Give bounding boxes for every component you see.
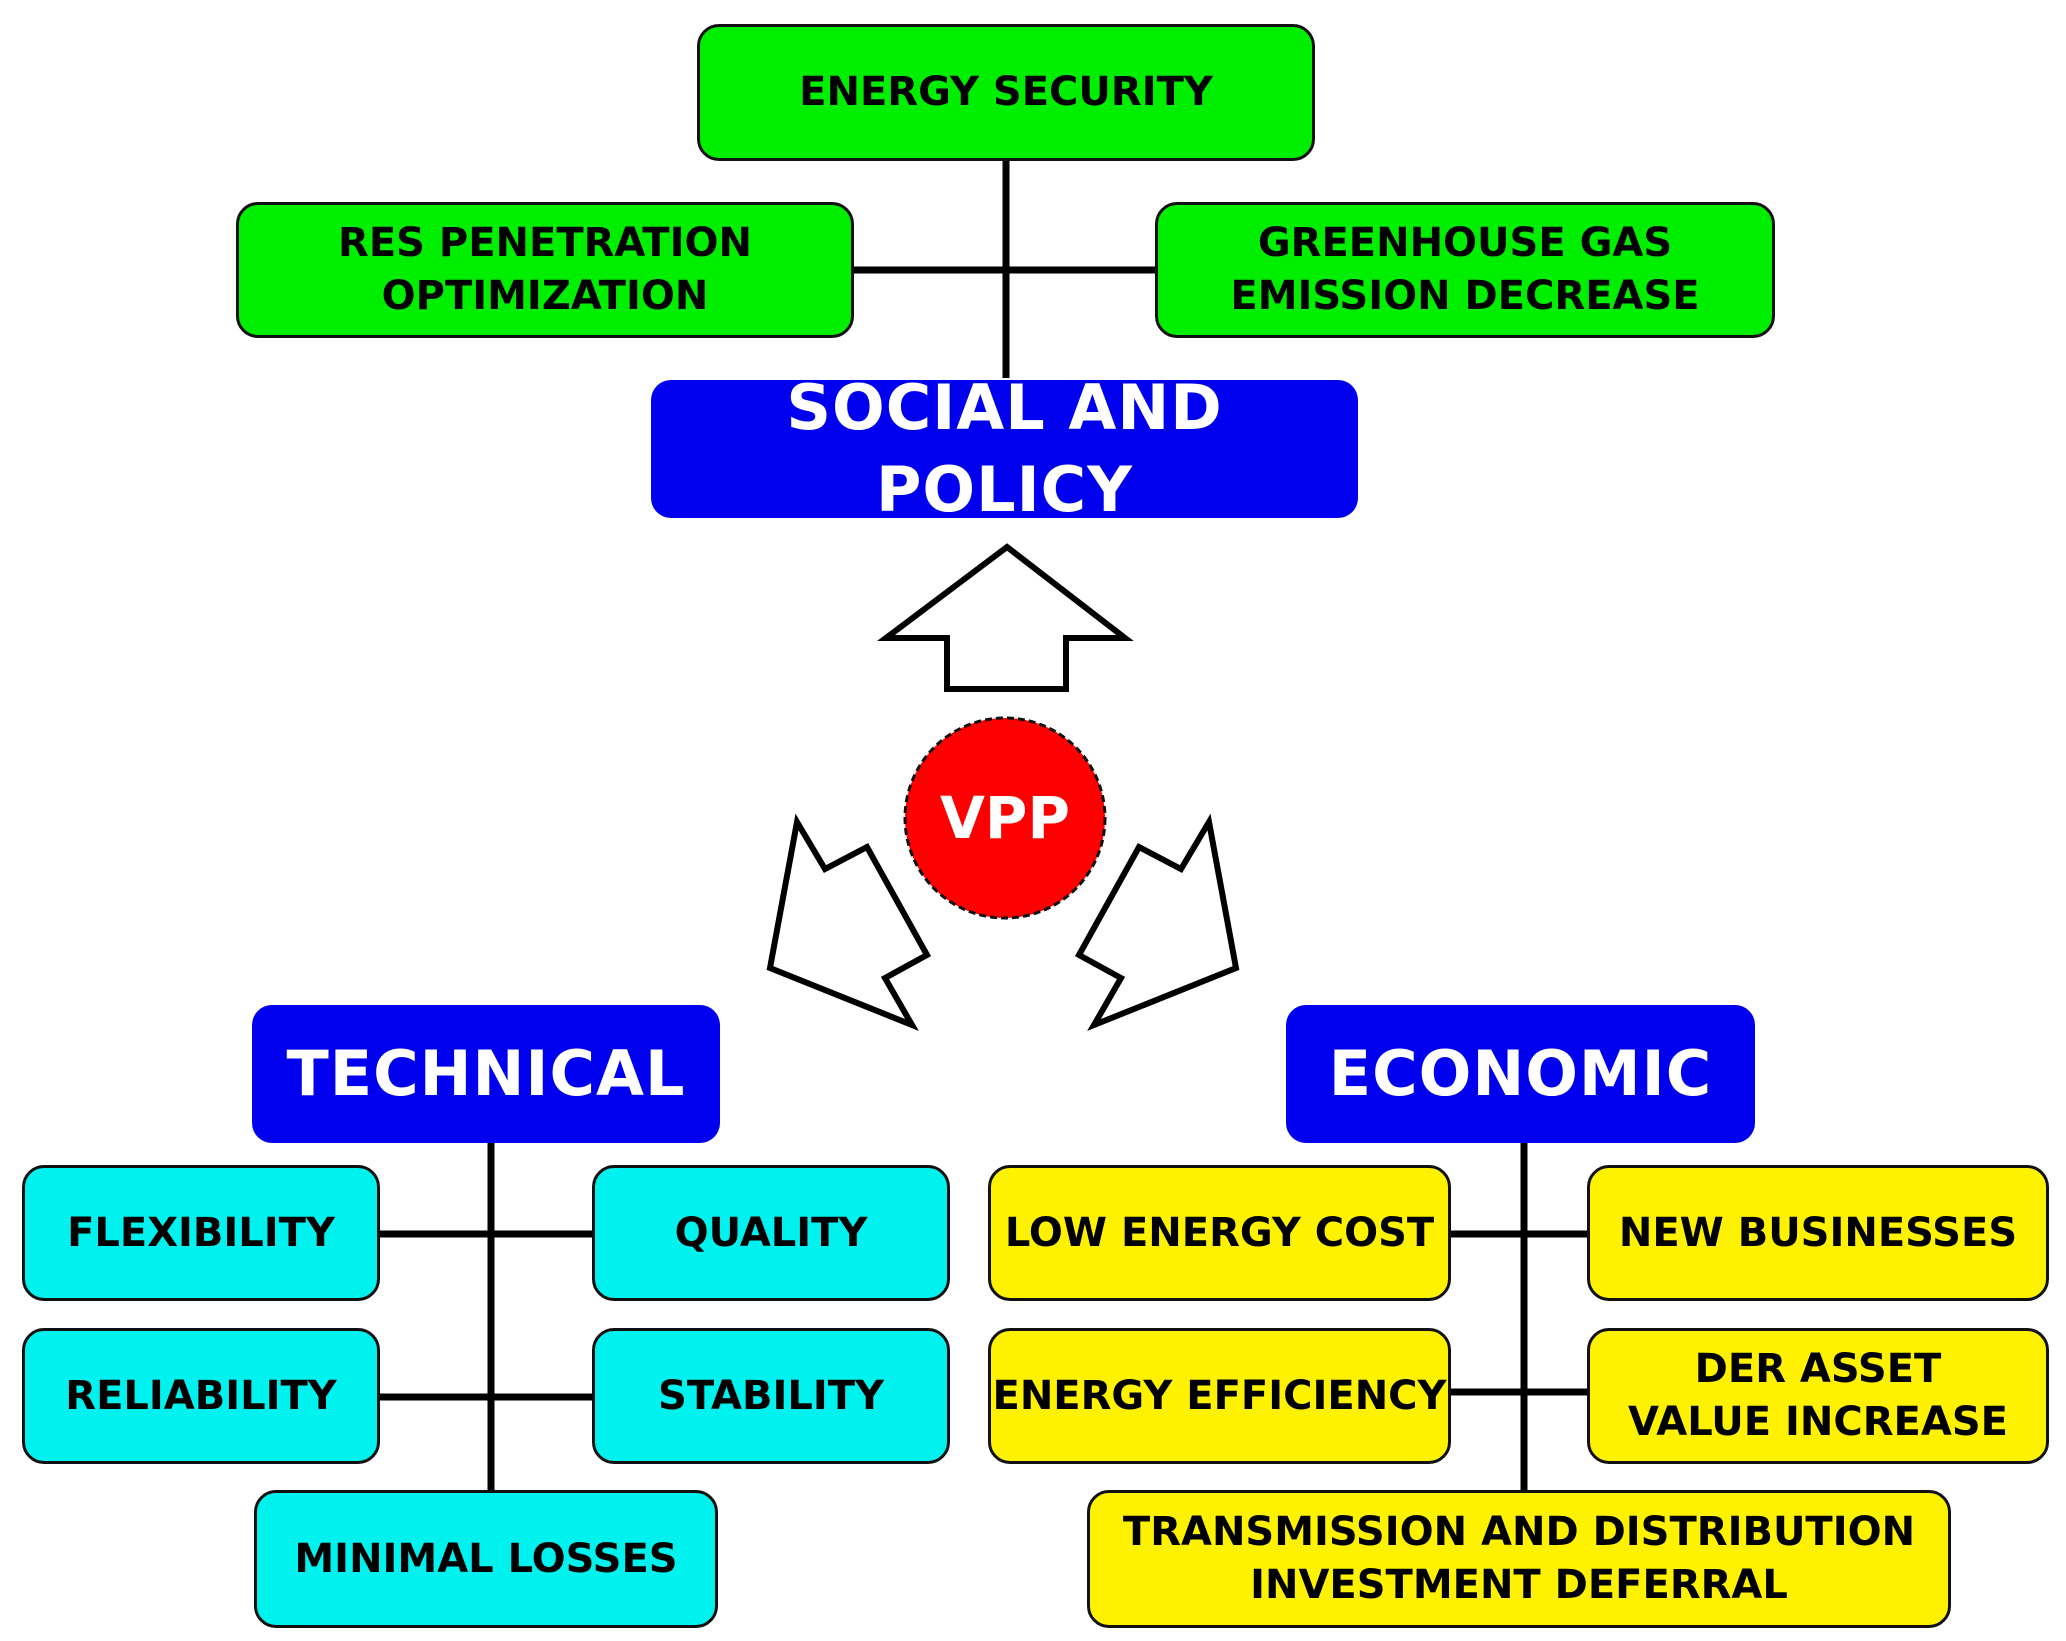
- economic-header: ECONOMIC: [1286, 1005, 1755, 1143]
- arrow-to-economic: [1074, 813, 1240, 1032]
- transmission-box: TRANSMISSION AND DISTRIBUTION INVESTMENT…: [1087, 1490, 1951, 1628]
- arrow-to-social: [877, 543, 1134, 692]
- der-asset-box: DER ASSET VALUE INCREASE: [1587, 1328, 2049, 1464]
- new-businesses-box: NEW BUSINESSES: [1587, 1165, 2049, 1301]
- quality-box: QUALITY: [592, 1165, 950, 1301]
- greenhouse-gas-box: GREENHOUSE GAS EMISSION DECREASE: [1155, 202, 1775, 338]
- vpp-label: VPP: [940, 784, 1070, 852]
- reliability-box: RELIABILITY: [22, 1328, 380, 1464]
- vpp-circle: [903, 716, 1107, 920]
- low-energy-cost-box: LOW ENERGY COST: [988, 1165, 1451, 1301]
- energy-security-box: ENERGY SECURITY: [697, 24, 1315, 161]
- flexibility-box: FLEXIBILITY: [22, 1165, 380, 1301]
- res-penetration-box: RES PENETRATION OPTIMIZATION: [236, 202, 854, 338]
- minimal-losses-box: MINIMAL LOSSES: [254, 1490, 718, 1628]
- energy-efficiency-box: ENERGY EFFICIENCY: [988, 1328, 1451, 1464]
- technical-header: TECHNICAL: [252, 1005, 720, 1143]
- social-and-policy-header: SOCIAL AND POLICY: [651, 371, 1358, 526]
- stability-box: STABILITY: [592, 1328, 950, 1464]
- arrow-to-technical: [766, 813, 932, 1032]
